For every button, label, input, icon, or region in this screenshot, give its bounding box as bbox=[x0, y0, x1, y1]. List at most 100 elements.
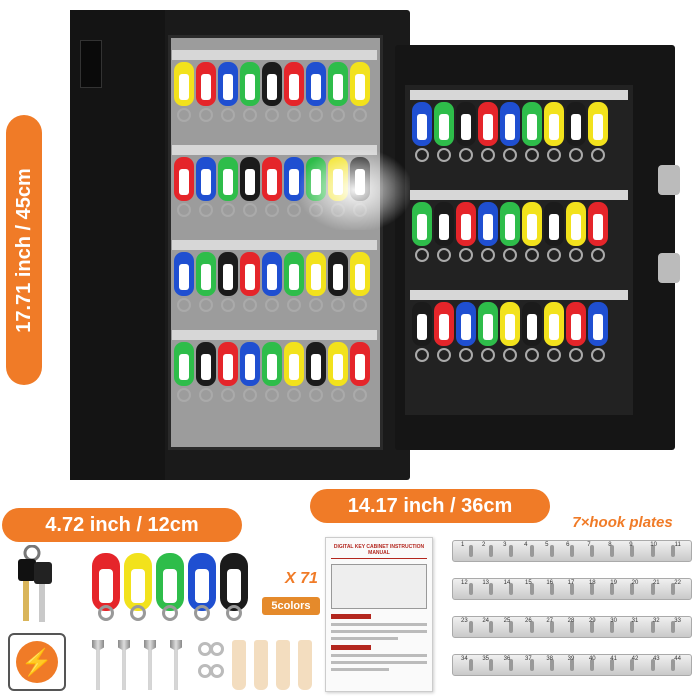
key-ring bbox=[525, 248, 539, 262]
key-tag bbox=[328, 342, 348, 402]
plate-hook bbox=[489, 659, 494, 671]
key-ring bbox=[309, 298, 323, 312]
key-tag bbox=[174, 62, 194, 122]
key-tag bbox=[412, 102, 432, 162]
key-tag bbox=[174, 342, 194, 402]
key-tag-body bbox=[478, 302, 498, 346]
key-tag bbox=[456, 302, 476, 362]
plate-hook bbox=[650, 659, 655, 671]
plate-hook bbox=[549, 621, 554, 633]
power-box: ⚡ bbox=[8, 633, 66, 691]
key-ring bbox=[591, 148, 605, 162]
key-tag bbox=[500, 102, 520, 162]
key-tag bbox=[328, 252, 348, 312]
key-ring bbox=[525, 148, 539, 162]
key-ring bbox=[591, 248, 605, 262]
plate-hook bbox=[469, 583, 474, 595]
key-ring bbox=[243, 298, 257, 312]
key-ring bbox=[287, 388, 301, 402]
plate-hook bbox=[590, 621, 595, 633]
key-ring bbox=[287, 203, 301, 217]
key-ring bbox=[353, 108, 367, 122]
key-tag bbox=[544, 302, 564, 362]
key-tag bbox=[456, 202, 476, 262]
key-tag-body bbox=[284, 252, 304, 296]
key-tag-body bbox=[284, 62, 304, 106]
hook-number: 35 bbox=[482, 656, 490, 662]
key-tag bbox=[262, 62, 282, 122]
key-tag-body bbox=[196, 62, 216, 106]
key-tag-body bbox=[262, 342, 282, 386]
key-tag-body bbox=[522, 102, 542, 146]
key-tag-body bbox=[284, 157, 304, 201]
plate-hook bbox=[549, 659, 554, 671]
screw bbox=[144, 640, 156, 690]
instruction-manual: DIGITAL KEY CABINET INSTRUCTION MANUAL bbox=[325, 537, 433, 692]
key-tag bbox=[544, 102, 564, 162]
key-tag bbox=[240, 62, 260, 122]
key-tag bbox=[218, 157, 238, 217]
hook-number: 27 bbox=[546, 618, 553, 624]
key-tag-body bbox=[456, 302, 476, 346]
plate-hook bbox=[670, 621, 675, 633]
tag-ring bbox=[130, 605, 146, 621]
key-tag bbox=[566, 302, 586, 362]
hook-number: 43 bbox=[652, 656, 660, 662]
key-ring bbox=[265, 108, 279, 122]
key-tag bbox=[218, 252, 238, 312]
key-tag-body bbox=[350, 62, 370, 106]
key-ring bbox=[199, 298, 213, 312]
key-tag bbox=[544, 202, 564, 262]
key-tag-body bbox=[434, 202, 454, 246]
tag-row bbox=[412, 302, 608, 362]
loose-tag-yellow bbox=[124, 553, 152, 611]
key-tag-body bbox=[350, 252, 370, 296]
plate-hook bbox=[590, 659, 595, 671]
height-dimension-label: 17.71 inch / 45cm bbox=[6, 115, 42, 385]
key-tag bbox=[262, 252, 282, 312]
key-tag bbox=[434, 302, 454, 362]
key-tag-body bbox=[588, 202, 608, 246]
plate-hook bbox=[489, 583, 494, 595]
hook-number: 16 bbox=[546, 580, 553, 586]
door-hinge-top bbox=[658, 165, 680, 195]
hook-rail bbox=[172, 145, 377, 155]
plate-hook bbox=[630, 621, 635, 633]
key-tag bbox=[456, 102, 476, 162]
key-tag-body bbox=[284, 342, 304, 386]
key-tag bbox=[240, 342, 260, 402]
key-tag bbox=[306, 252, 326, 312]
key-ring bbox=[481, 148, 495, 162]
plate-hook bbox=[549, 583, 554, 595]
manual-text-line bbox=[331, 654, 427, 657]
wall-anchor bbox=[276, 640, 290, 690]
hook-number: 17 bbox=[567, 580, 575, 586]
plate-hook bbox=[650, 583, 655, 595]
plate-hook bbox=[549, 545, 554, 557]
hook-number: 44 bbox=[674, 656, 681, 662]
key-ring bbox=[437, 148, 451, 162]
plate-hook bbox=[509, 583, 514, 595]
key-ring bbox=[481, 348, 495, 362]
key-tag-body bbox=[306, 62, 326, 106]
plate-hook bbox=[529, 583, 534, 595]
key-tag-body bbox=[434, 102, 454, 146]
hook-number: 5 bbox=[545, 542, 549, 548]
plate-hook bbox=[469, 659, 474, 671]
door-hinge-bottom bbox=[658, 253, 680, 283]
key-tag bbox=[522, 202, 542, 262]
key-tag-body bbox=[478, 102, 498, 146]
key-ring bbox=[331, 388, 345, 402]
key-ring bbox=[415, 348, 429, 362]
plate-hook bbox=[630, 659, 635, 671]
key-tag-body bbox=[328, 62, 348, 106]
key-tag-body bbox=[306, 342, 326, 386]
key-tag bbox=[350, 342, 370, 402]
key-ring bbox=[265, 298, 279, 312]
hook-number: 13 bbox=[482, 580, 490, 586]
key-tag-body bbox=[218, 252, 238, 296]
hook-number: 12 bbox=[461, 580, 468, 586]
key-tag-body bbox=[196, 157, 216, 201]
key-tag-body bbox=[196, 342, 216, 386]
